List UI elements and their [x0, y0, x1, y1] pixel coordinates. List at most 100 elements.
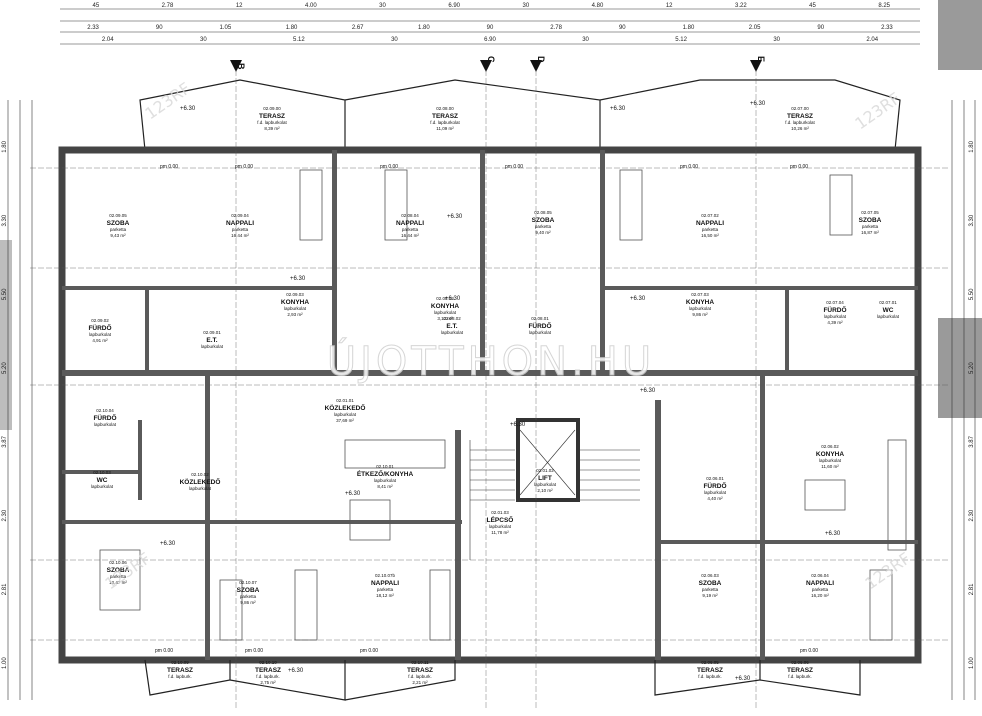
right-dims: 1.803.305.505.203.872.302.811.00	[969, 140, 975, 669]
pm-label: pm 0.00	[790, 164, 808, 170]
dimension-value: 4.80	[592, 3, 604, 9]
room-floor: f.d. lapburk.	[788, 674, 812, 679]
dimension-value: 30	[773, 37, 780, 43]
room-name: KONYHA	[281, 299, 309, 306]
room-floor: lapburkolat	[91, 484, 114, 489]
room-name: SZOBA	[107, 220, 130, 227]
level-marker: +6.30	[290, 276, 306, 282]
room-name: SZOBA	[532, 217, 555, 224]
room-name: NAPPALI	[806, 580, 834, 587]
room-name: WC	[97, 477, 108, 484]
room-area: 16,44 m²	[401, 233, 419, 238]
room-id: 02.07.04	[826, 300, 844, 305]
room-name: WC	[883, 307, 894, 314]
level-marker: +6.30	[160, 541, 176, 547]
room-floor: parketta	[377, 587, 394, 592]
pm-label: pm 0.00	[245, 648, 263, 654]
room-name: FÜRDŐ	[703, 481, 726, 490]
svg-text:E: E	[756, 56, 766, 62]
level-marker: +6.30	[640, 388, 656, 394]
dimension-value: 2.78	[162, 3, 174, 9]
room-id: 02.07.00	[791, 106, 809, 111]
room-name: LIFT	[538, 475, 552, 482]
dimension-value: 3.87	[969, 435, 975, 447]
level-marker: +6.30	[445, 296, 461, 302]
room-floor: lapburkolat	[489, 524, 512, 529]
room-id: 02.10.07b	[375, 573, 396, 578]
room-area: 2,93 m²	[287, 312, 303, 317]
room-floor: parketta	[812, 587, 829, 592]
pm-label: pm 0.00	[360, 648, 378, 654]
dimension-value: 2.78	[550, 25, 562, 31]
dimension-value: 3.30	[2, 214, 8, 226]
room-id: 02.10.09	[171, 660, 189, 665]
dimension-value: 2.81	[969, 583, 975, 595]
dimension-value: 1.00	[2, 657, 8, 669]
room-floor: lapburkolat	[529, 330, 552, 335]
dimension-value: 30	[522, 3, 529, 9]
level-marker: +6.30	[610, 106, 626, 112]
room-floor: lapburkolat	[434, 310, 457, 315]
dimension-value: 1.80	[683, 25, 695, 31]
pm-label: pm 0.00	[235, 164, 253, 170]
level-marker: +6.30	[345, 491, 361, 497]
room-label: 02.09.01E.T.lapburkolat	[201, 330, 224, 349]
room-floor: parketta	[110, 227, 127, 232]
level-markers: +6.30 +6.30 +6.30 +6.30 +6.30 +6.30 +6.30 +6.30…	[160, 101, 841, 682]
top-dimension-lines	[60, 8, 920, 45]
room-id: 02.06.06	[791, 660, 809, 665]
room-area: 4,40 m²	[707, 496, 723, 501]
top-terraces	[139, 79, 901, 151]
dimension-value: 12	[666, 3, 673, 9]
level-marker: +6.30	[288, 668, 304, 674]
room-floor: parketta	[232, 227, 249, 232]
svg-text:123RF: 123RF	[861, 549, 914, 594]
room-area: 9,86 m²	[692, 312, 708, 317]
dimension-value: 3.30	[969, 214, 975, 226]
dimension-value: 90	[487, 25, 494, 31]
room-name: TERASZ	[697, 667, 723, 674]
room-area: 9,86 m²	[240, 600, 256, 605]
pm-label: pm 0.00	[680, 164, 698, 170]
dimension-value: 6.90	[448, 3, 460, 9]
room-area: 12,47 m²	[109, 580, 127, 585]
dimension-value: 30	[582, 37, 589, 43]
room-area: 11,09 m²	[436, 126, 454, 131]
room-area: 9,40 m²	[535, 230, 551, 235]
room-id: 02.07.05	[861, 210, 879, 215]
room-floor: parketta	[535, 224, 552, 229]
room-floor: lapburkolat	[819, 458, 842, 463]
room-floor: parketta	[702, 587, 719, 592]
room-id: 02.06.04	[811, 573, 829, 578]
room-name: LÉPCSŐ	[487, 515, 514, 524]
dimension-value: 6.90	[484, 37, 496, 43]
dimension-value: 1.05	[220, 25, 232, 31]
room-floor: lapburkolat	[824, 314, 847, 319]
room-area: 11,78 m²	[491, 530, 509, 535]
level-marker: +6.30	[510, 422, 526, 428]
room-name: SZOBA	[859, 217, 882, 224]
dimension-value: 45	[809, 3, 816, 9]
dimension-value: 12	[236, 3, 243, 9]
furniture	[99, 169, 907, 641]
dimension-value: 2.67	[352, 25, 364, 31]
room-area: 11,60 m²	[821, 464, 839, 469]
room-floor: lapburkolat	[334, 412, 357, 417]
room-floor: lapburkolat	[441, 330, 464, 335]
room-id: 02.01.02	[536, 468, 554, 473]
